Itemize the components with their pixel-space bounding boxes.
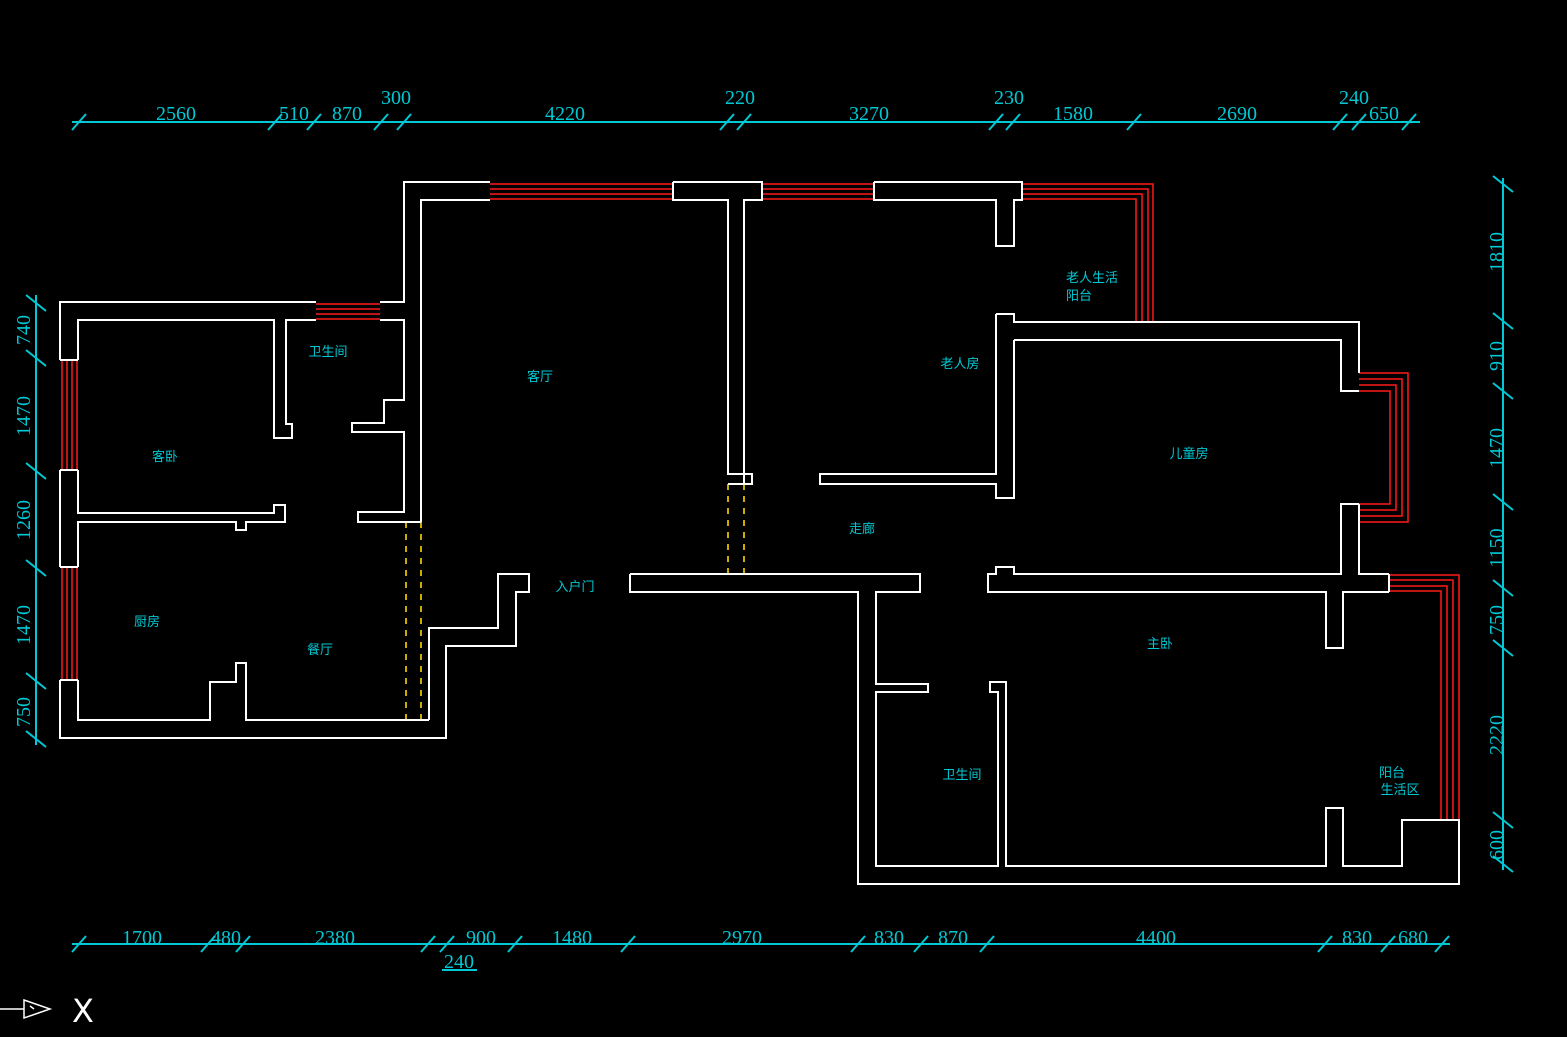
dim-left-3: 1260 [13, 500, 35, 540]
label-dining: 餐厅 [307, 642, 333, 658]
dim-bottom-11: 830 [1342, 927, 1372, 949]
dim-top-7: 3270 [849, 103, 889, 125]
window-master-balcony [1389, 574, 1460, 820]
top-dimension-chain: 2560 510 870 300 4220 220 3270 230 1580 … [71, 87, 1420, 131]
dim-top-4: 300 [381, 87, 411, 109]
dim-bottom-7: 2970 [722, 927, 762, 949]
window-elderly-top [762, 183, 874, 200]
dim-right-7: 600 [1486, 830, 1508, 860]
label-bathroom-left: 卫生间 [308, 345, 347, 360]
door-openings [405, 484, 745, 720]
dim-right-1: 1810 [1486, 232, 1508, 272]
dim-top-3: 870 [332, 103, 362, 125]
label-corridor: 走廊 [849, 521, 875, 537]
ucs-axis-label: X [72, 992, 94, 1030]
right-dimension-chain: 1810 910 1470 1150 750 2220 600 [1486, 175, 1514, 873]
dim-left-5: 750 [13, 697, 35, 727]
dim-top-2: 510 [279, 103, 309, 125]
dim-left-2: 1470 [13, 396, 35, 436]
dim-left-4: 1470 [13, 605, 35, 645]
dim-top-1: 2560 [156, 103, 196, 125]
label-balcony-1: 阳台 [1379, 766, 1405, 781]
label-living-room: 客厅 [527, 369, 553, 385]
window-left-upper [61, 360, 78, 470]
ucs-x-axis-icon: X [0, 992, 94, 1030]
label-elderly-balcony-1: 老人生活 [1066, 271, 1118, 286]
dim-bottom-8: 830 [874, 927, 904, 949]
dim-bottom-1: 1700 [122, 927, 162, 949]
left-dimension-chain: 740 1470 1260 1470 750 [13, 294, 47, 748]
dim-top-11: 240 [1339, 87, 1369, 109]
dim-right-4: 1150 [1486, 528, 1508, 567]
label-master-bedroom: 主卧 [1147, 637, 1173, 652]
dim-left-1: 740 [13, 315, 35, 345]
dim-bottom-6: 1480 [552, 927, 592, 949]
room-labels: 卫生间 客卧 客厅 老人生活 阳台 老人房 儿童房 走廊 入户门 厨房 餐厅 主… [134, 271, 1420, 798]
label-bathroom-right: 卫生间 [942, 768, 981, 783]
dim-right-5: 750 [1486, 605, 1508, 635]
dim-right-6: 2220 [1486, 715, 1508, 755]
dim-top-8: 230 [994, 87, 1024, 109]
dim-top-6: 220 [725, 87, 755, 109]
label-entrance: 入户门 [555, 579, 594, 595]
dim-bottom-3: 2380 [315, 927, 355, 949]
label-elderly-room: 老人房 [940, 356, 979, 372]
label-children-room: 儿童房 [1169, 446, 1208, 462]
dim-top-12: 650 [1369, 103, 1399, 125]
bottom-dimension-chain: 1700 480 2380 240 900 1480 2970 830 870 … [71, 927, 1450, 973]
dim-top-9: 1580 [1053, 103, 1093, 125]
walls [59, 181, 1460, 885]
window-elderly-balcony [1022, 183, 1154, 322]
dim-bottom-2: 480 [211, 927, 241, 949]
window-children-bay [1359, 372, 1409, 523]
label-kitchen: 厨房 [134, 614, 160, 630]
dim-right-2: 910 [1486, 341, 1508, 371]
label-elderly-balcony-2: 阳台 [1066, 289, 1092, 304]
label-balcony-2: 生活区 [1380, 783, 1419, 798]
window-bathroom-left [316, 303, 380, 320]
dim-bottom-12: 680 [1398, 927, 1428, 949]
dim-right-3: 1470 [1486, 428, 1508, 468]
dim-bottom-4: 240 [444, 951, 474, 973]
dim-bottom-5: 900 [466, 927, 496, 949]
dim-bottom-10: 4400 [1136, 927, 1176, 949]
dim-bottom-9: 870 [938, 927, 968, 949]
dim-top-5: 4220 [545, 103, 585, 125]
dim-top-10: 2690 [1217, 103, 1257, 125]
windows [61, 183, 1460, 820]
label-guest-bedroom: 客卧 [152, 449, 178, 465]
window-left-lower [61, 567, 78, 680]
window-living-top [490, 183, 673, 200]
